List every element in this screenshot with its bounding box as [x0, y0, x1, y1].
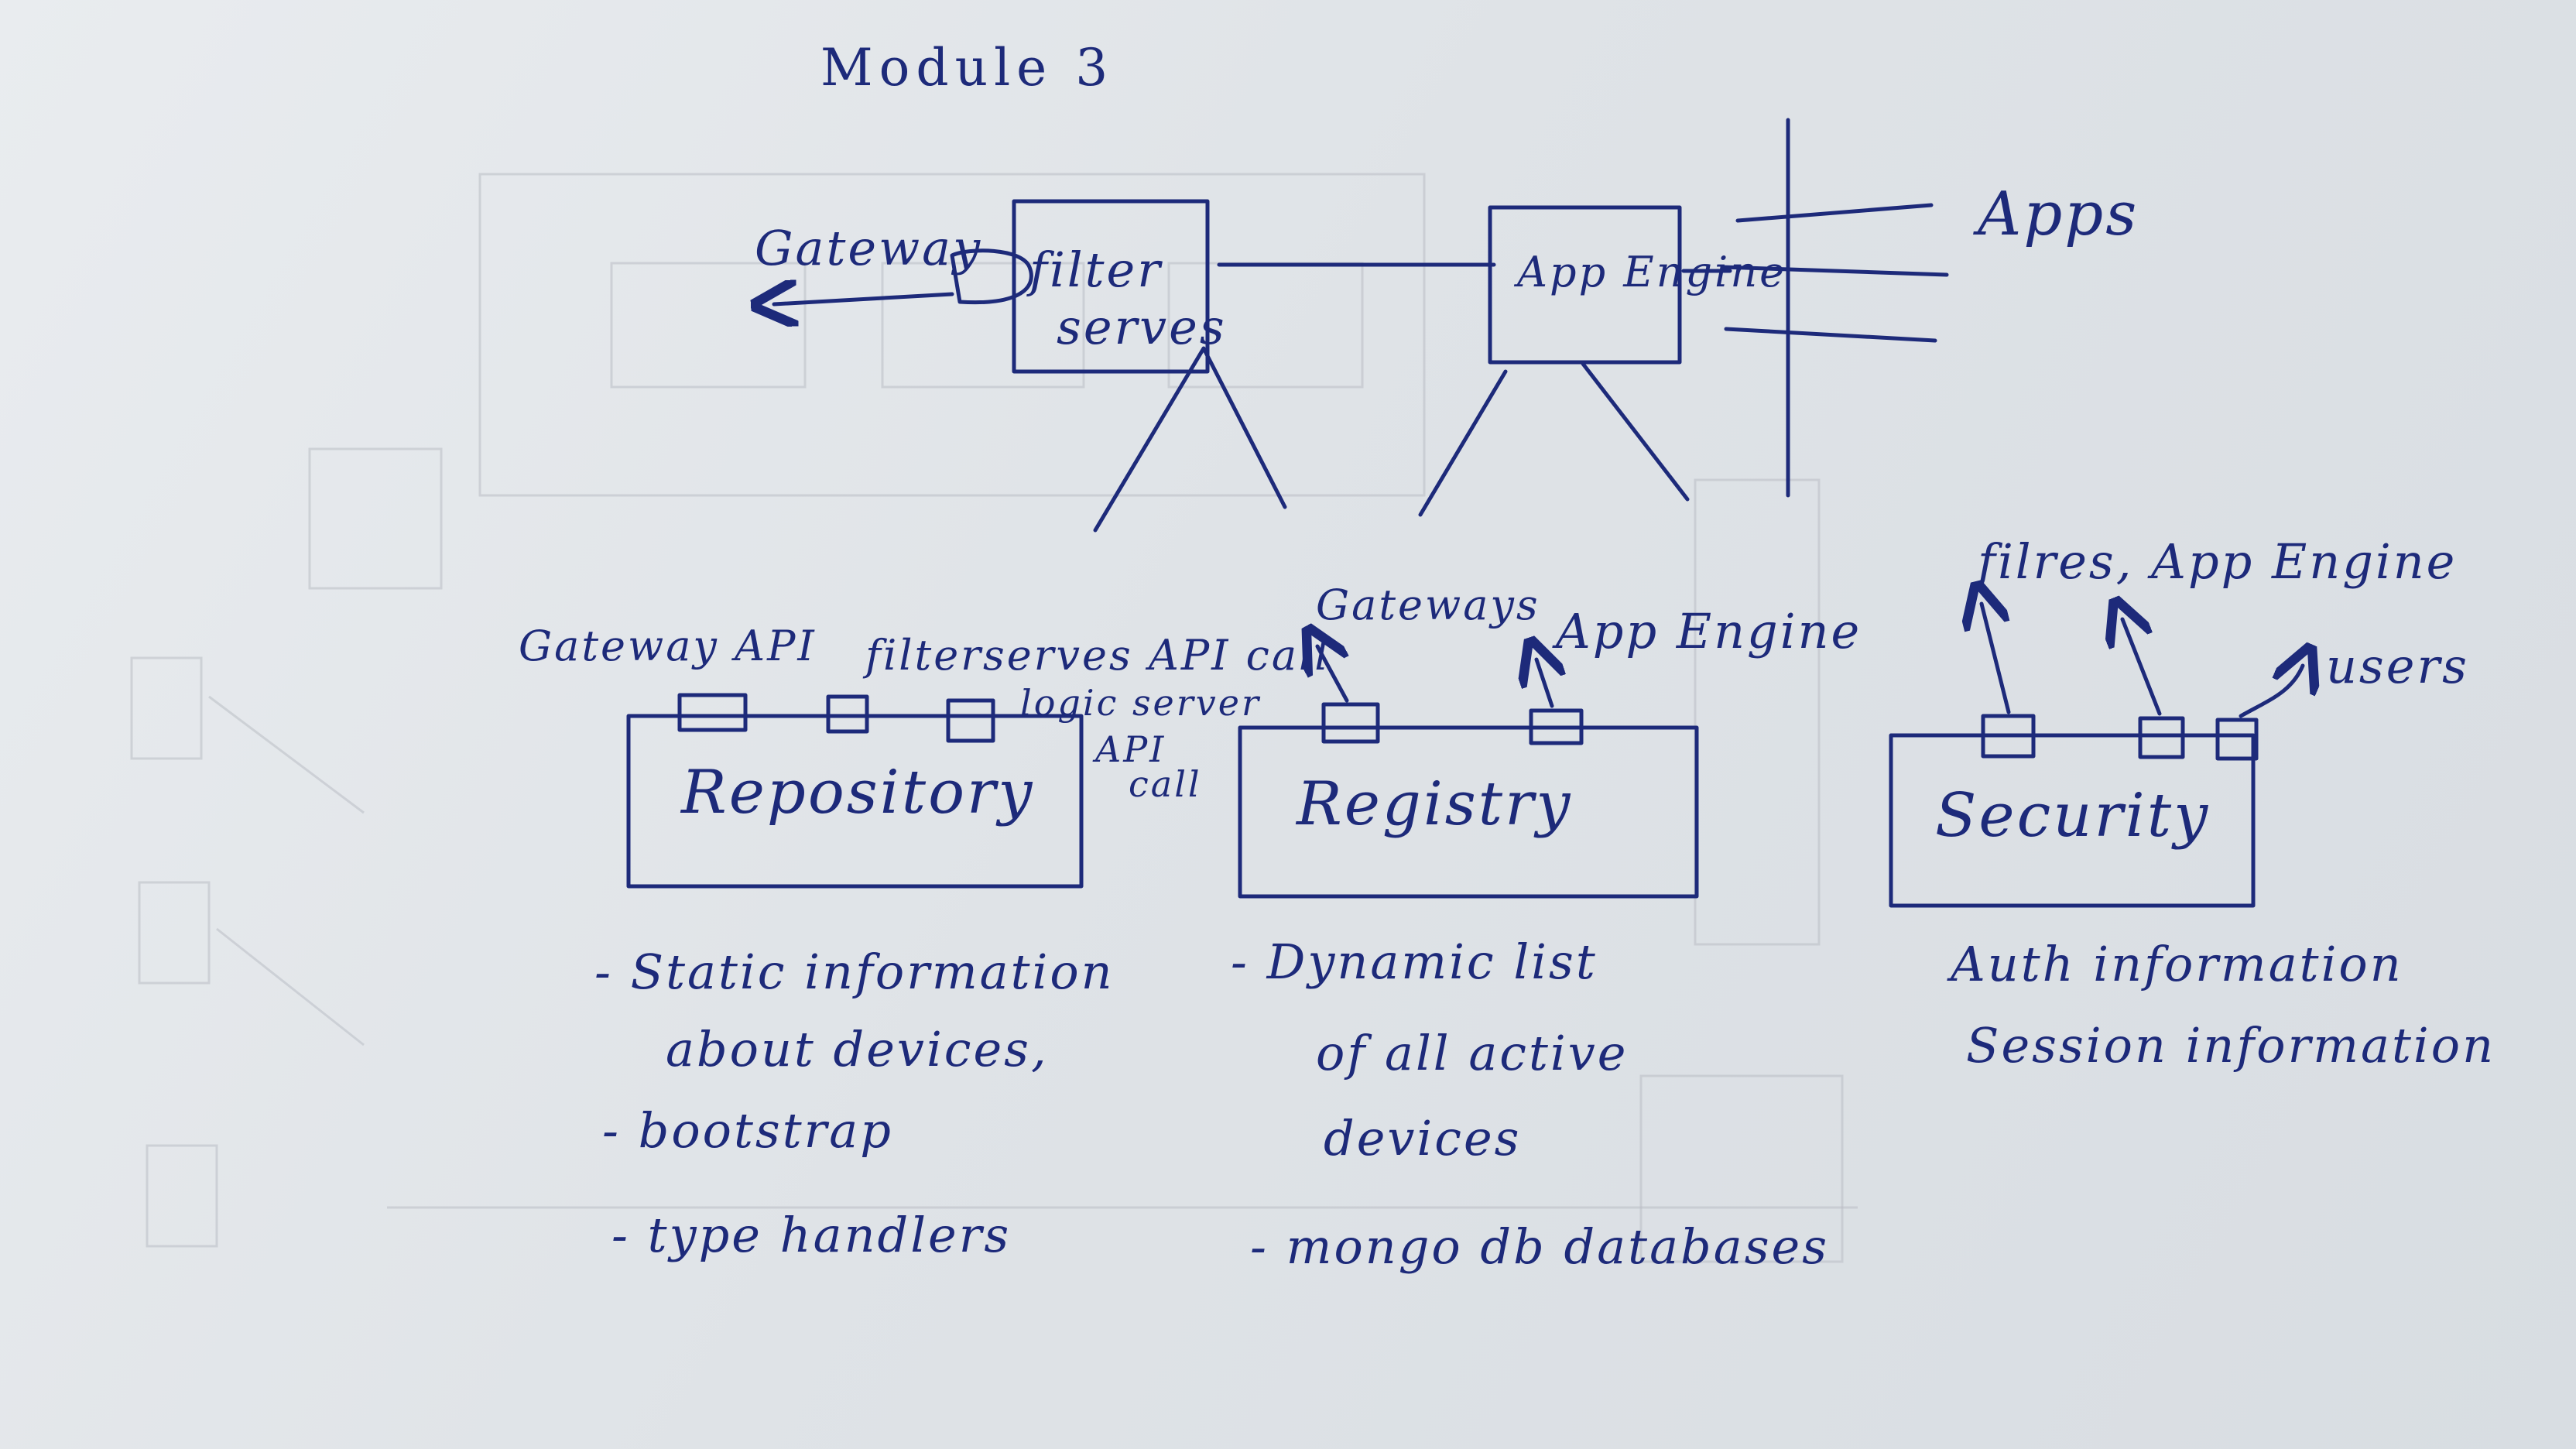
apps-line-3: [1724, 327, 1937, 343]
repository-label: Repository: [681, 758, 1035, 827]
registry-arrow-1: [1317, 646, 1347, 703]
apps-line-2: [1720, 265, 1949, 277]
security-port-2: [2138, 716, 2185, 759]
api-label: API: [1095, 728, 1166, 770]
filter-server-box: [1012, 199, 1210, 374]
registry-app-engine-label: App Engine: [1556, 603, 1862, 659]
app-engine-tree-right: [1581, 361, 1690, 502]
repo-note-1: - Static information: [594, 944, 1115, 1000]
security-arrow-3: [2239, 666, 2303, 718]
registry-note-1: - Dynamic list: [1231, 933, 1598, 990]
registry-port-1: [1321, 702, 1380, 744]
security-note-1: Auth information: [1951, 936, 2403, 992]
users-label: users: [2326, 638, 2469, 694]
repo-port-1: [677, 693, 748, 732]
apps-label: Apps: [1978, 180, 2139, 249]
security-box: [1889, 733, 2256, 908]
gateway-connector: [950, 248, 1033, 305]
security-port-1: [1981, 714, 2036, 759]
security-note-2: Session information: [1966, 1017, 2496, 1074]
gateways-label: Gateways: [1316, 581, 1540, 629]
registry-label: Registry: [1297, 769, 1573, 839]
registry-note-3: devices: [1324, 1110, 1522, 1166]
security-top-label: filres, App Engine: [1978, 533, 2458, 590]
registry-note-2: of all active: [1316, 1025, 1629, 1081]
security-arrow-1: [1982, 604, 2011, 714]
diagram-title: Module 3: [820, 38, 1115, 98]
repo-note-2: about devices,: [666, 1021, 1049, 1077]
show-through-marks: [130, 173, 1858, 1263]
filter-server-label-line1: filter: [1029, 242, 1163, 298]
filter-server-label-line2: serves: [1057, 299, 1227, 355]
call-label: call: [1129, 763, 1202, 805]
registry-box: [1238, 725, 1699, 899]
security-arrow-2: [2122, 619, 2162, 716]
app-engine-label: App Engine: [1517, 248, 1787, 296]
gateway-link: [774, 294, 954, 304]
repo-port-3: [946, 698, 995, 743]
logic-server-label: logic server: [1020, 682, 1261, 724]
filter-server-tree: [1093, 346, 1287, 533]
registry-note-4: - mongo db databases: [1250, 1218, 1830, 1275]
apps-line-1: [1735, 203, 1934, 223]
security-label: Security: [1935, 781, 2211, 851]
registry-arrow-2: [1536, 659, 1552, 708]
repo-note-3: - bootstrap: [602, 1102, 893, 1159]
app-engine-tree-left: [1418, 369, 1508, 517]
gateway-api-label: Gateway API: [519, 622, 817, 670]
repo-note-4: - type handlers: [611, 1207, 1012, 1263]
gateway-label: Gateway: [755, 220, 983, 276]
app-engine-box: [1488, 205, 1682, 365]
registry-port-2: [1529, 708, 1584, 745]
repo-port-2: [826, 694, 869, 734]
filterserves-api-label: filterserves API call: [865, 631, 1331, 680]
security-port-3: [2215, 718, 2259, 761]
repository-box: [626, 714, 1084, 889]
